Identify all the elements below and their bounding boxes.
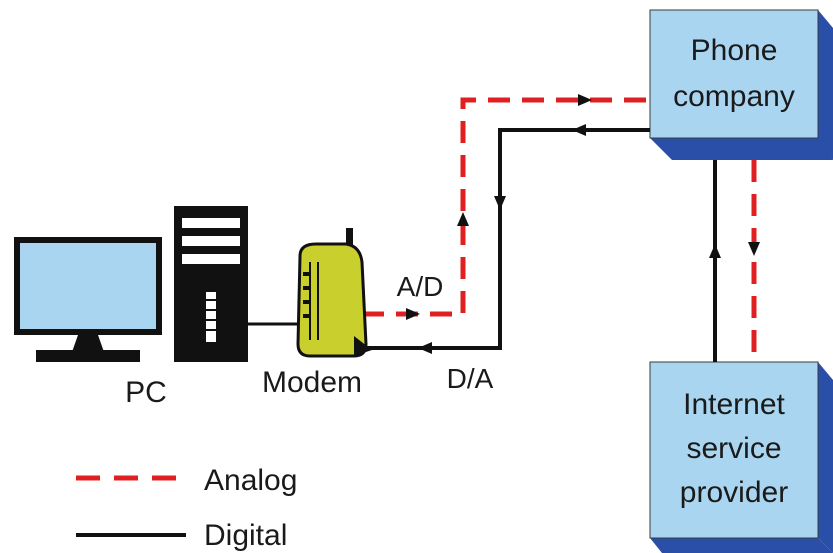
phone-company-box-bottom bbox=[650, 138, 833, 160]
analog-uplink-path bbox=[362, 94, 650, 320]
phone-company-label-line1: Phone bbox=[691, 34, 778, 67]
isp-analog-downlink bbox=[748, 160, 760, 362]
arrow-down-icon bbox=[494, 196, 506, 210]
arrow-up-icon bbox=[457, 212, 469, 226]
isp-node: Internet service provider bbox=[649, 361, 833, 553]
modem-label: Modem bbox=[262, 366, 362, 399]
monitor-icon bbox=[14, 237, 162, 362]
isp-box-side bbox=[818, 362, 833, 553]
da-label: D/A bbox=[447, 363, 494, 394]
arrow-right-icon bbox=[578, 94, 592, 106]
arrow-right-icon bbox=[406, 308, 420, 320]
legend-analog-label: Analog bbox=[204, 464, 297, 497]
phone-company-label-line2: company bbox=[673, 80, 795, 113]
phone-company-node: Phone company bbox=[649, 9, 833, 160]
isp-label-line1: Internet bbox=[683, 388, 785, 421]
phone-company-box-face bbox=[649, 9, 819, 139]
digital-downlink-path bbox=[360, 124, 650, 354]
arrow-left-icon bbox=[572, 124, 586, 136]
arrow-up-icon bbox=[709, 244, 721, 258]
pc-label: PC bbox=[125, 376, 167, 409]
arrow-left-icon bbox=[418, 342, 432, 354]
isp-label-line3: provider bbox=[680, 476, 788, 509]
modem-icon: Modem bbox=[262, 228, 372, 399]
legend: Analog Digital bbox=[76, 464, 297, 552]
arrow-down-icon bbox=[748, 242, 760, 256]
tower-icon bbox=[174, 206, 248, 362]
ad-label: A/D bbox=[397, 271, 444, 302]
legend-digital-label: Digital bbox=[204, 519, 287, 552]
isp-box-bottom bbox=[650, 538, 833, 553]
isp-label-line2: service bbox=[686, 432, 781, 465]
isp-digital-uplink bbox=[709, 160, 721, 362]
isp-box-face bbox=[649, 361, 819, 539]
legend-analog: Analog bbox=[76, 464, 297, 497]
phone-company-box-side bbox=[818, 10, 833, 160]
legend-digital: Digital bbox=[76, 519, 287, 552]
pc-icon: PC bbox=[14, 206, 248, 409]
